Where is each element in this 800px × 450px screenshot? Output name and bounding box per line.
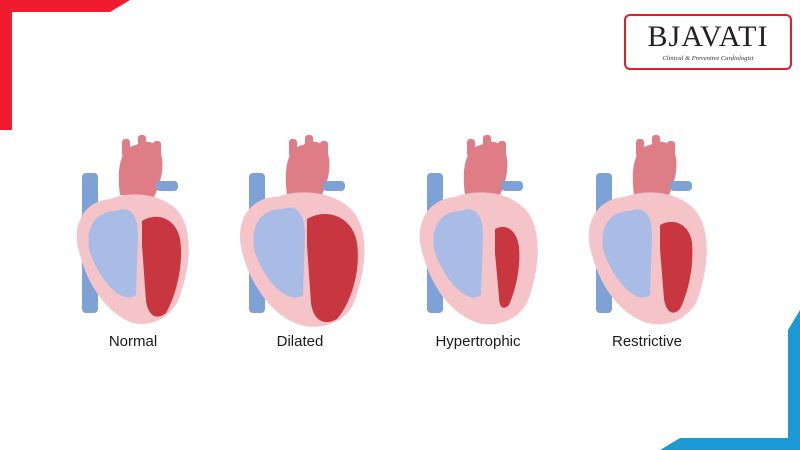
heart-label-restrictive: Restrictive <box>611 333 682 350</box>
heart-label-hypertrophic: Hypertrophic <box>435 333 521 350</box>
logo-tagline: Clinical & Preventive Cardiologist <box>662 55 754 62</box>
logo: BJAVATI Clinical & Preventive Cardiologi… <box>624 14 792 70</box>
dilated-heart-illustration <box>240 135 365 327</box>
heart-label-dilated: Dilated <box>276 333 324 350</box>
heart-panel-restrictive: Restrictive <box>572 135 722 355</box>
heart-label-normal: Normal <box>108 333 158 350</box>
red-corner-accent <box>0 0 130 130</box>
hypertrophic-heart-illustration <box>419 135 538 325</box>
heart-panel-hypertrophic: Hypertrophic <box>403 135 553 355</box>
normal-heart-illustration <box>76 135 189 325</box>
restrictive-heart-illustration <box>588 135 707 325</box>
heart-panel-dilated: Dilated <box>225 135 375 355</box>
logo-wordmark: BJAVATI <box>647 20 769 53</box>
heart-panel-normal: Normal <box>58 135 208 355</box>
